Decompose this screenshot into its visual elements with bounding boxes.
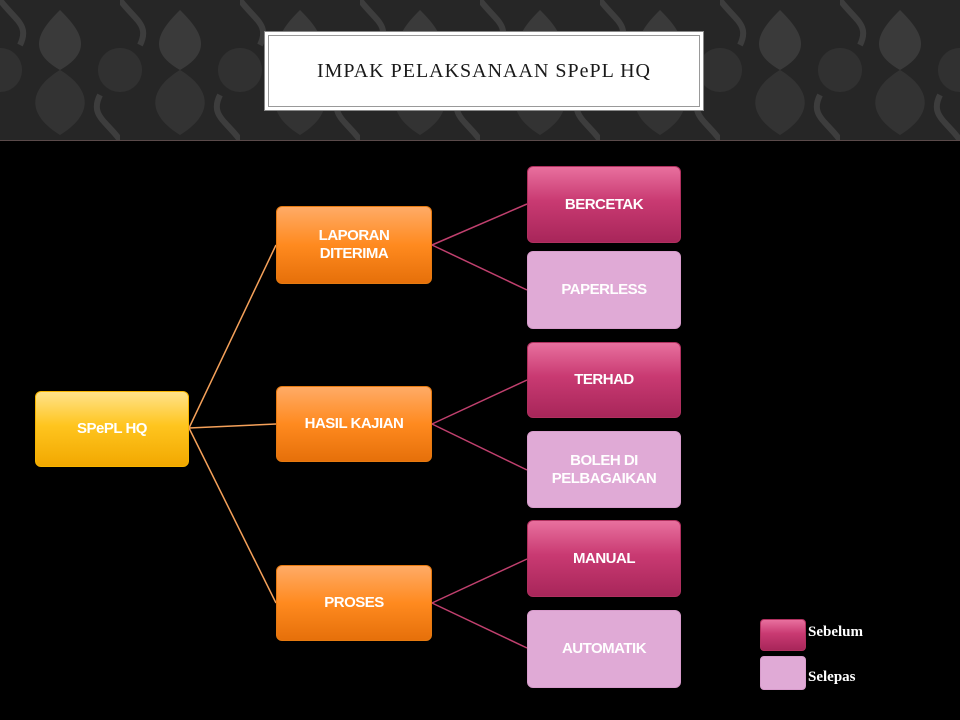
after-node-automatik: AUTOMATIK <box>527 610 681 688</box>
page-title: IMPAK PELAKSANAAN SPePL HQ <box>316 59 651 82</box>
link-b3-after <box>431 602 528 649</box>
link-root-branch-2 <box>188 423 277 429</box>
root-node: SPePL HQ <box>35 391 189 467</box>
branch-node-label: PROSES <box>324 594 384 611</box>
branch-node-laporan: LAPORAN DITERIMA <box>276 206 432 284</box>
legend-swatch-after <box>760 656 806 690</box>
before-node-terhad: TERHAD <box>527 342 681 418</box>
branch-node-proses: PROSES <box>276 565 432 641</box>
branch-node-hasil: HASIL KAJIAN <box>276 386 432 462</box>
before-node-bercetak: BERCETAK <box>527 166 681 243</box>
link-b2-before <box>431 379 528 425</box>
branch-node-label: LAPORAN DITERIMA <box>318 227 390 262</box>
branch-node-label: HASIL KAJIAN <box>304 415 404 432</box>
title-box: IMPAK PELAKSANAAN SPePL HQ <box>264 31 704 111</box>
after-node-label: BOLEH DI PELBAGAIKAN <box>551 451 657 487</box>
header-banner: IMPAK PELAKSANAAN SPePL HQ <box>0 0 960 141</box>
legend-label-before: Sebelum <box>808 624 864 640</box>
after-node-label: AUTOMATIK <box>561 640 647 657</box>
link-b2-after <box>431 423 528 471</box>
before-node-label: TERHAD <box>574 371 634 388</box>
before-node-manual: MANUAL <box>527 520 681 597</box>
after-node-label: PAPERLESS <box>561 281 647 298</box>
link-b3-before <box>431 558 528 604</box>
root-node-label: SPePL HQ <box>77 420 147 437</box>
title-frame <box>268 35 700 107</box>
legend-swatch-before <box>760 619 806 651</box>
before-node-label: MANUAL <box>573 549 636 567</box>
link-root-branch-1 <box>188 244 277 429</box>
after-node-paperless: PAPERLESS <box>527 251 681 329</box>
link-b1-after <box>431 244 528 291</box>
before-node-label: BERCETAK <box>564 195 644 213</box>
link-root-branch-3 <box>188 427 277 604</box>
after-node-pelbagaikan: BOLEH DI PELBAGAIKAN <box>527 431 681 508</box>
legend-label-after: Selepas <box>808 669 856 685</box>
link-b1-before <box>431 203 528 246</box>
